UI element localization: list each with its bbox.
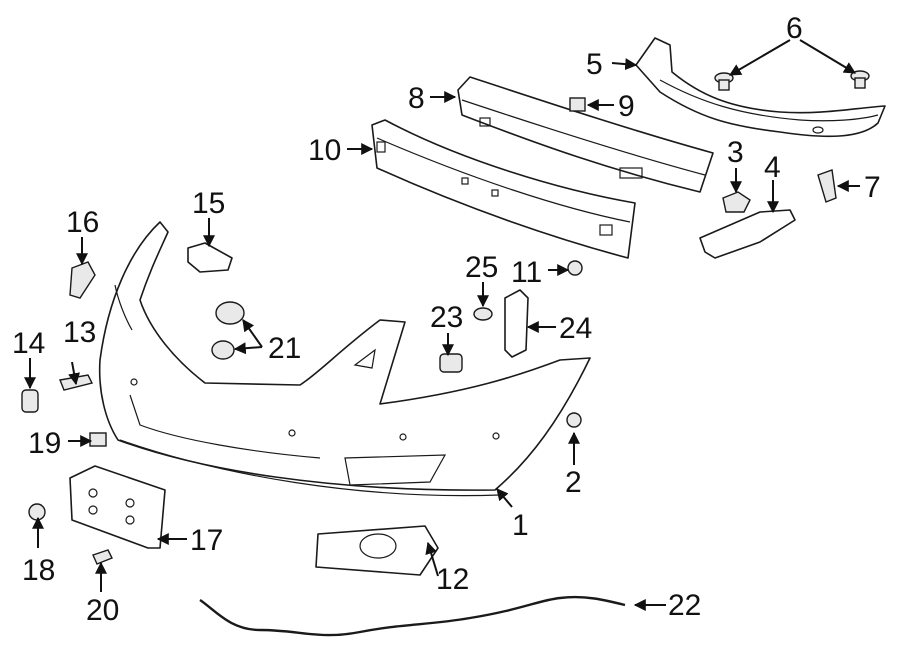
callout-17: 17 [190, 524, 223, 557]
bracket-part-4 [699, 209, 796, 259]
callout-9: 9 [618, 90, 635, 123]
bolt-part-20 [92, 549, 113, 565]
callout-12: 12 [436, 563, 469, 596]
callout-10: 10 [308, 134, 341, 167]
callout-8: 8 [408, 82, 425, 115]
callout-6: 6 [786, 12, 803, 45]
callout-4: 4 [764, 151, 781, 184]
callout-7: 7 [864, 171, 881, 204]
bumper-cover-part [98, 221, 591, 497]
energy-absorber-part [457, 76, 714, 193]
clip-part-9 [569, 97, 586, 112]
callout-25: 25 [465, 251, 498, 284]
upper-support-part [635, 37, 886, 138]
leader-lines [24, 39, 860, 611]
callout-13: 13 [63, 316, 96, 349]
bracket-part-15 [187, 242, 233, 273]
callout-3: 3 [727, 136, 744, 169]
bracket-part-24 [504, 289, 529, 358]
bumper-reinforcement-part [371, 119, 636, 259]
clip-part-19 [89, 432, 107, 447]
clip-part-25 [473, 307, 493, 321]
clip-part-6 [714, 70, 870, 91]
callout-11: 11 [511, 256, 542, 289]
screw-part-2 [566, 412, 582, 428]
callout-14: 14 [12, 327, 45, 360]
wiring-harness-part [199, 595, 626, 637]
bolt-part-11 [567, 260, 583, 276]
callout-24: 24 [559, 312, 592, 345]
license-bracket-part [69, 465, 166, 549]
bracket-part-7 [817, 169, 837, 203]
callout-2: 2 [565, 466, 582, 499]
fog-lamp-bezel-part [315, 525, 439, 576]
callout-21: 21 [268, 332, 301, 365]
callout-23: 23 [430, 301, 463, 334]
retainer-part-3 [722, 191, 751, 213]
callout-22: 22 [668, 589, 701, 622]
callout-18: 18 [22, 554, 55, 587]
callout-1: 1 [512, 509, 529, 542]
bracket-part-16 [69, 261, 96, 299]
callout-20: 20 [86, 594, 119, 627]
sensor-part-21 [211, 301, 245, 360]
cover-part-14 [21, 389, 39, 413]
callout-5: 5 [586, 48, 603, 81]
sensor-part-23 [439, 353, 463, 373]
callout-16: 16 [66, 206, 99, 239]
screw-part-18 [28, 503, 46, 521]
callout-19: 19 [28, 427, 61, 460]
callout-labels: 1 2 3 4 5 6 7 8 9 10 11 12 13 14 15 16 1… [12, 12, 881, 627]
callout-15: 15 [192, 187, 225, 220]
